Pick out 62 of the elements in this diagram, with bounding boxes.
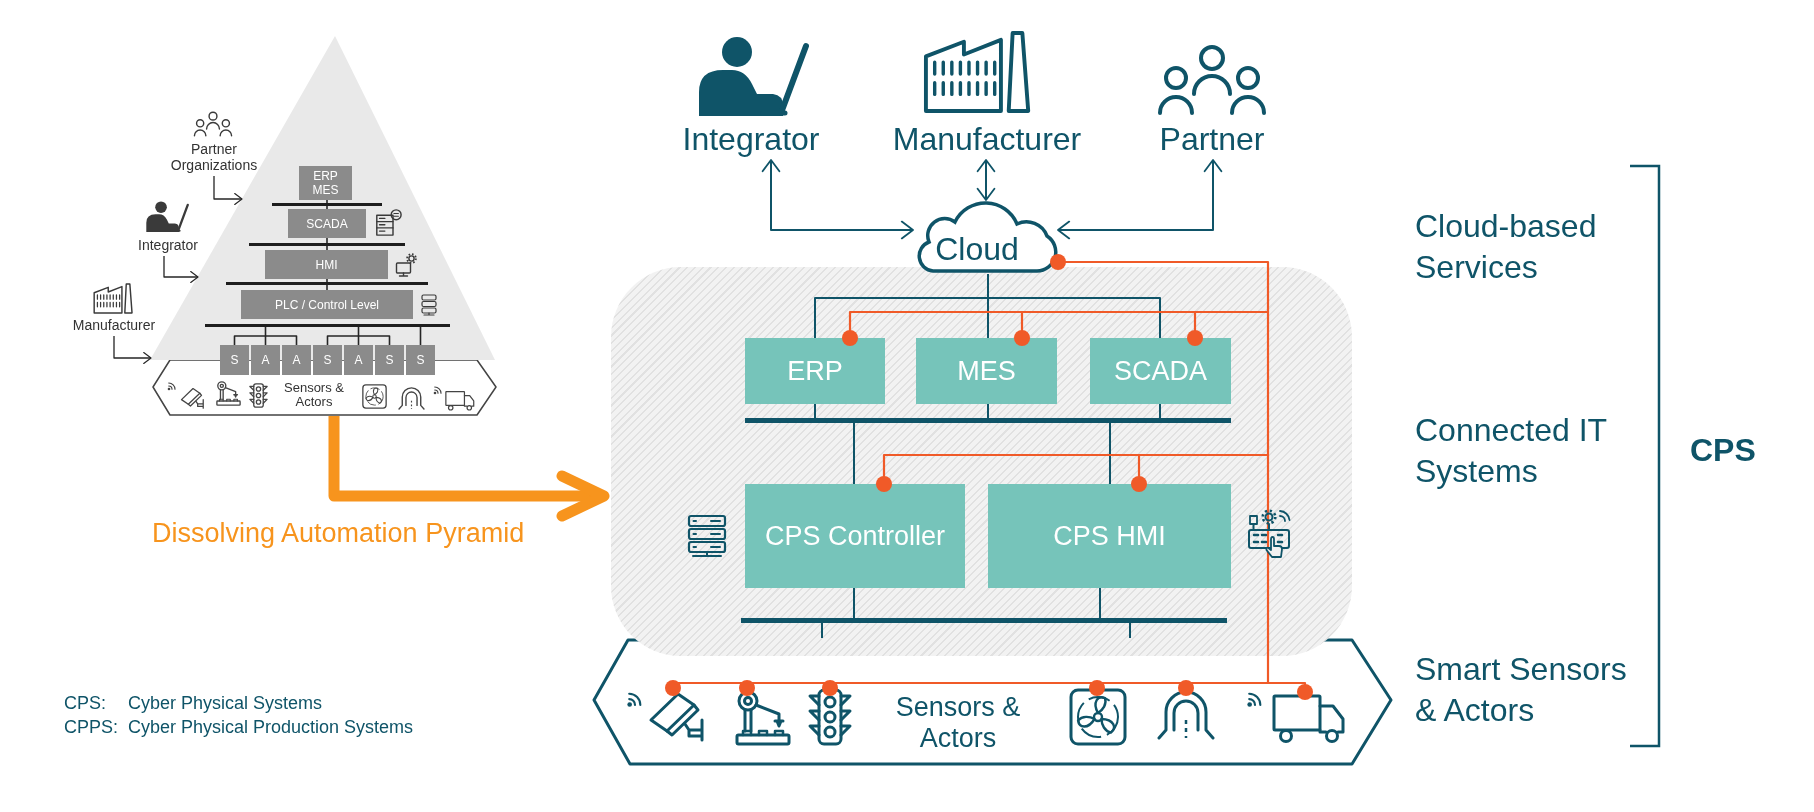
system-block <box>916 338 1057 404</box>
system-block <box>745 484 965 588</box>
network-link <box>822 680 838 696</box>
arrow <box>1057 159 1223 240</box>
system-name: CPS HMI <box>1052 520 1167 552</box>
connector-line <box>1109 422 1111 485</box>
network-link <box>1187 312 1203 346</box>
connector-line <box>814 403 816 419</box>
layer-label: Connected IT Systems <box>1415 411 1608 491</box>
connector-line <box>1129 622 1131 639</box>
network-link <box>1266 455 1270 683</box>
connector-line <box>1159 403 1161 419</box>
bus-bar <box>741 618 1227 623</box>
network-link <box>739 680 755 696</box>
connector-line <box>853 587 855 619</box>
system-name: SCADA <box>1113 355 1208 387</box>
system-block <box>988 484 1231 588</box>
connector-line <box>987 297 989 339</box>
role-label: Partner <box>1159 120 1265 158</box>
network-link <box>1050 254 1270 312</box>
network-link <box>1268 681 1313 700</box>
system-name: ERP <box>786 355 844 387</box>
abbreviation: CPS: <box>64 692 107 715</box>
abbreviation-meaning: Cyber Physical Production Systems <box>128 716 415 739</box>
network-link <box>842 310 1022 346</box>
abbreviation-meaning: Cyber Physical Systems <box>128 692 324 715</box>
system-block <box>1090 338 1231 404</box>
connector-line <box>987 403 989 419</box>
connector-line <box>821 622 823 639</box>
system-name: MES <box>956 355 1017 387</box>
group-label: CPS <box>1690 431 1757 470</box>
network-link <box>1022 310 1195 314</box>
band-label: Sensors & Actors <box>895 692 1021 754</box>
system-name: CPS Controller <box>764 520 946 552</box>
connector-line <box>1099 587 1101 619</box>
role-label: Manufacturer <box>892 120 1082 158</box>
network-link <box>1014 312 1030 346</box>
system-panel <box>611 267 1352 656</box>
network-link <box>1089 680 1105 696</box>
cloud-label: Cloud <box>934 231 1020 267</box>
role-label: Manufacturer <box>72 317 156 334</box>
network-link <box>1139 453 1268 457</box>
abbreviation: CPPS: <box>64 716 120 739</box>
network-link <box>1178 680 1194 696</box>
network-link <box>1266 312 1270 455</box>
network-link <box>876 453 1139 492</box>
layer-label: Smart Sensors & Actors <box>1415 650 1628 730</box>
connector-line <box>814 297 989 339</box>
arrow <box>328 416 610 522</box>
connector-line <box>853 422 855 485</box>
arrow <box>761 159 914 240</box>
network-link <box>1195 310 1268 314</box>
connector-line <box>987 273 989 299</box>
connector-line <box>987 297 1161 339</box>
network-link <box>1131 455 1147 492</box>
band-label: Sensors & Actors <box>283 381 345 409</box>
bus-bar <box>745 418 1231 423</box>
layer-label: Cloud-based Services <box>1415 207 1598 287</box>
role-label: Integrator <box>682 120 820 158</box>
arrow <box>113 335 152 365</box>
arrow <box>976 159 996 201</box>
system-block <box>745 338 885 404</box>
